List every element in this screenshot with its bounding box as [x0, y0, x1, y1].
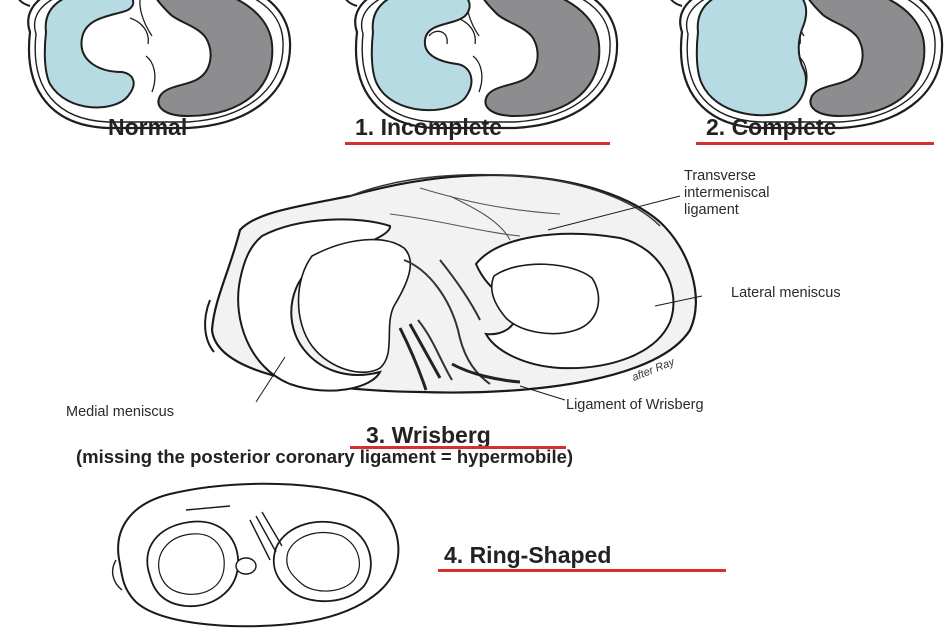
complete-discoid-drawing: [668, 0, 942, 128]
annotation-ligament-of-wrisberg: Ligament of Wrisberg: [566, 397, 704, 414]
label-ring-shaped: 4. Ring-Shaped: [444, 542, 611, 569]
annotation-transverse-line-2: intermeniscal: [684, 185, 769, 202]
ring-shaped-underline: [438, 569, 726, 572]
annotation-lateral-meniscus: Lateral meniscus: [731, 285, 841, 302]
annotation-transverse-ligament: Transverse intermeniscal ligament: [684, 168, 769, 219]
incomplete-underline: [345, 142, 610, 145]
wrisberg-description: (missing the posterior coronary ligament…: [76, 446, 573, 468]
label-complete: 2. Complete: [706, 114, 836, 141]
ring-shaped-meniscus-drawing: [113, 484, 399, 626]
label-incomplete: 1. Incomplete: [355, 114, 502, 141]
normal-meniscus-drawing: [16, 0, 290, 128]
annotation-transverse-line-3: ligament: [684, 202, 769, 219]
annotation-transverse-line-1: Transverse: [684, 168, 769, 185]
annotation-medial-meniscus: Medial meniscus: [66, 404, 174, 421]
wrisberg-knee-drawing: [205, 175, 702, 402]
complete-underline: [696, 142, 934, 145]
label-normal: Normal: [108, 114, 187, 141]
incomplete-discoid-drawing: [343, 0, 617, 128]
label-wrisberg: 3. Wrisberg: [366, 422, 491, 449]
